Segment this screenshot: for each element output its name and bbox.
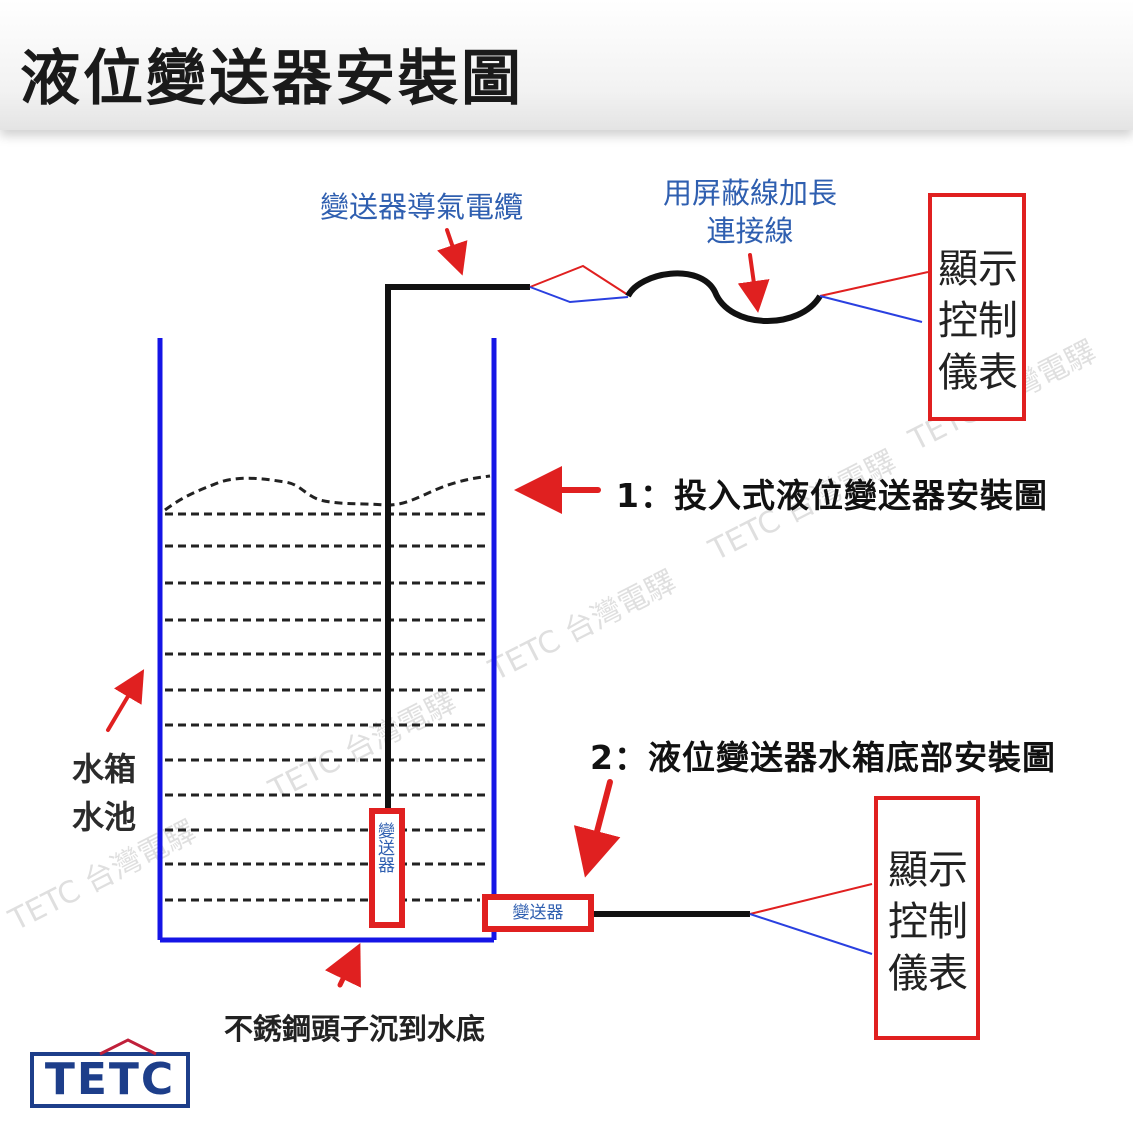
arrow-tank bbox=[106, 669, 145, 732]
instrument-top-line2: 控制 bbox=[938, 298, 1018, 344]
wire-red-top bbox=[819, 271, 929, 297]
water-tank bbox=[157, 338, 497, 943]
label-extension-line1: 用屏蔽線加長 bbox=[662, 176, 837, 210]
junction-wires-bottom bbox=[529, 286, 629, 304]
arrow-install2 bbox=[573, 779, 621, 878]
label-tank-line1: 水箱 bbox=[72, 750, 137, 788]
logo-text: TETC bbox=[44, 1054, 176, 1105]
instrument-top-line3: 儀表 bbox=[938, 350, 1018, 396]
instrument-bottom: 顯示 控制 儀表 bbox=[874, 796, 980, 1040]
header-bar: 液位變送器安裝圖 bbox=[0, 0, 1133, 130]
arrows bbox=[106, 228, 770, 988]
label-tank-line2: 水池 bbox=[72, 798, 137, 836]
instrument-top-line1: 顯示 bbox=[938, 246, 1018, 292]
instrument-bottom-line2: 控制 bbox=[888, 899, 968, 945]
wire-blue-bottom bbox=[749, 913, 873, 955]
sensor-horizontal-label: 變送器 bbox=[512, 903, 564, 923]
wire-blue-top bbox=[819, 295, 923, 323]
instrument-top: 顯示 控制 儀表 bbox=[928, 193, 1026, 421]
label-tank: 水箱 水池 bbox=[72, 745, 136, 841]
label-install1: 1：投入式液位變送器安裝圖 bbox=[616, 476, 1048, 515]
tetc-logo: TETC bbox=[30, 1052, 190, 1108]
page-title: 液位變送器安裝圖 bbox=[20, 44, 524, 114]
water-lines bbox=[165, 512, 490, 902]
label-install2: 2：液位變送器水箱底部安裝圖 bbox=[590, 738, 1056, 777]
label-extension-line2: 連接線 bbox=[706, 214, 794, 248]
water-surface bbox=[164, 474, 491, 512]
arrow-bottom bbox=[324, 943, 361, 988]
logo-accent-icon bbox=[99, 1038, 157, 1056]
sensor-vertical-label: 變送器 bbox=[374, 822, 394, 873]
label-bottom-note: 不銹鋼頭子沉到水底 bbox=[224, 1012, 486, 1046]
sensor-submersible: 變送器 bbox=[369, 808, 405, 928]
junction-wires-top bbox=[529, 264, 629, 296]
label-cable: 變送器導氣電纜 bbox=[320, 190, 524, 224]
arrow-cable bbox=[437, 228, 468, 276]
vented-cable bbox=[385, 284, 530, 808]
instrument-bottom-line3: 儀表 bbox=[888, 951, 968, 997]
label-extension: 用屏蔽線加長 連接線 bbox=[650, 174, 850, 250]
instrument-bottom-line1: 顯示 bbox=[888, 847, 968, 893]
wire-red-bottom bbox=[749, 883, 873, 915]
sensor-bottom-mount: 變送器 bbox=[482, 894, 594, 932]
shielded-cable bbox=[625, 270, 823, 324]
arrow-extension bbox=[737, 253, 770, 313]
